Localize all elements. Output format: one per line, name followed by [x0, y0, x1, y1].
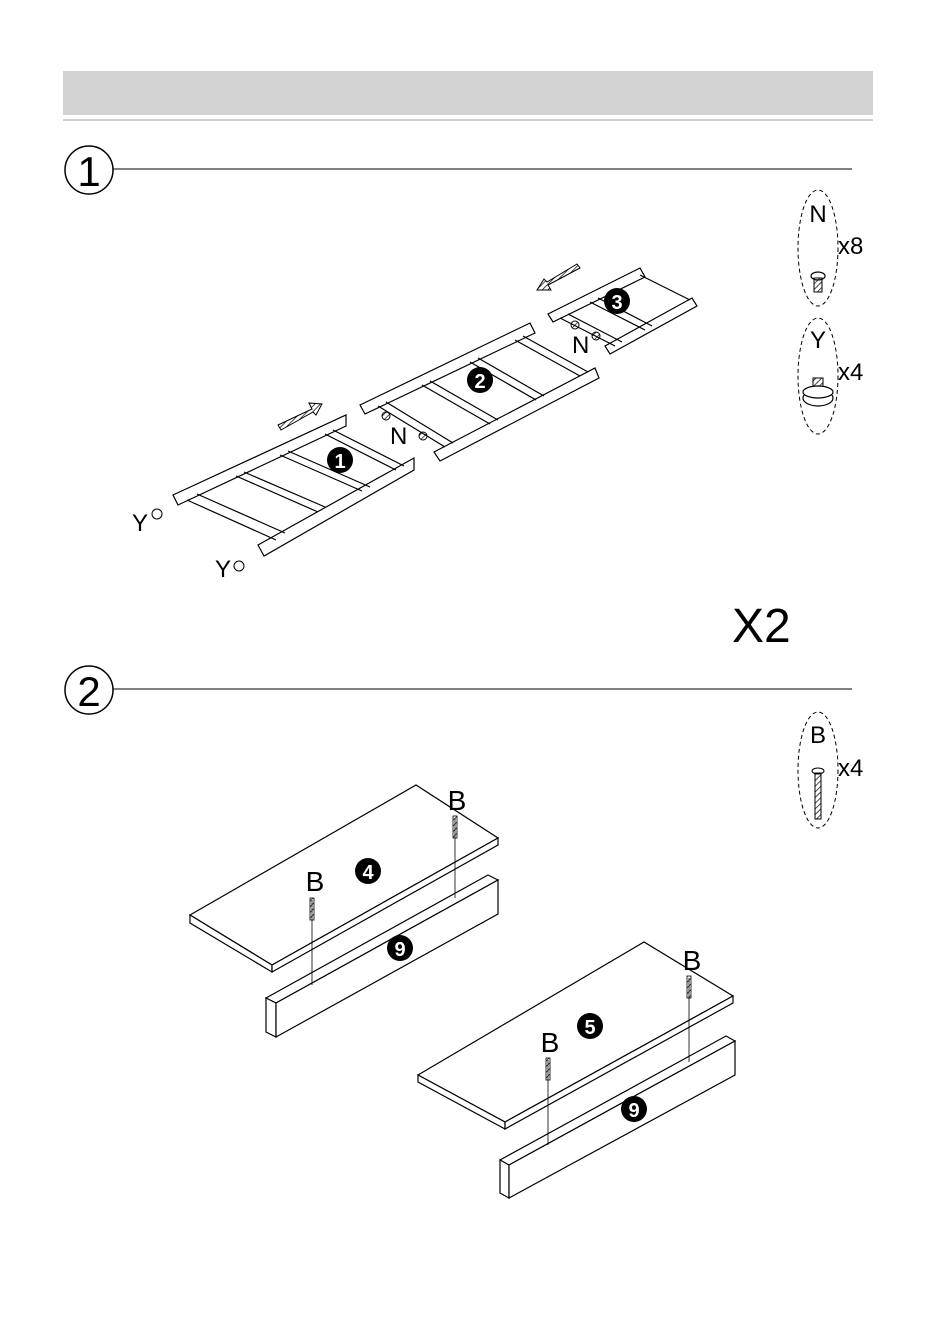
arrow-right-icon — [278, 403, 322, 430]
step-2-number: 2 — [77, 668, 100, 715]
callout-n-left: N — [390, 423, 407, 450]
part-1-number: 1 — [334, 451, 345, 473]
hardware-n: N x8 — [798, 190, 863, 306]
hardware-n-qty: x8 — [838, 233, 863, 260]
step-1-multiplier: X2 — [732, 600, 791, 653]
hardware-b: B x4 — [798, 712, 863, 828]
part-3-number: 3 — [611, 292, 622, 314]
glide-foot-icon — [803, 378, 833, 406]
hardware-b-qty: x4 — [838, 755, 863, 782]
part-2-number: 2 — [474, 371, 485, 393]
part-4-number: 4 — [362, 862, 374, 884]
wood-screw-icon — [812, 768, 824, 819]
part-9-left-number: 9 — [394, 939, 405, 961]
step-1-number: 1 — [77, 148, 100, 195]
hardware-y: Y x4 — [798, 318, 863, 434]
callout-y-bottom: Y — [215, 556, 231, 583]
glide-callout-bottom — [234, 561, 244, 571]
callout-y-top: Y — [132, 510, 148, 537]
callout-b-3: B — [683, 945, 702, 976]
hardware-b-letter: B — [810, 722, 826, 749]
glide-callout-top — [152, 509, 162, 519]
part-5-number: 5 — [584, 1017, 595, 1039]
callout-n-right: N — [572, 332, 589, 359]
callout-b-4: B — [541, 1027, 560, 1058]
arrow-left-icon — [537, 264, 580, 290]
hardware-n-letter: N — [809, 201, 826, 228]
step-2-header: 2 — [65, 666, 852, 715]
callout-b-2: B — [306, 866, 325, 897]
hardware-y-qty: x4 — [838, 359, 863, 386]
part-9-right-number: 9 — [628, 1100, 639, 1122]
callout-b-1: B — [448, 785, 467, 816]
bolt-icon — [811, 272, 825, 292]
step-1-header: 1 — [65, 146, 852, 195]
hardware-y-letter: Y — [810, 327, 826, 354]
frame-part-1 — [173, 415, 414, 556]
